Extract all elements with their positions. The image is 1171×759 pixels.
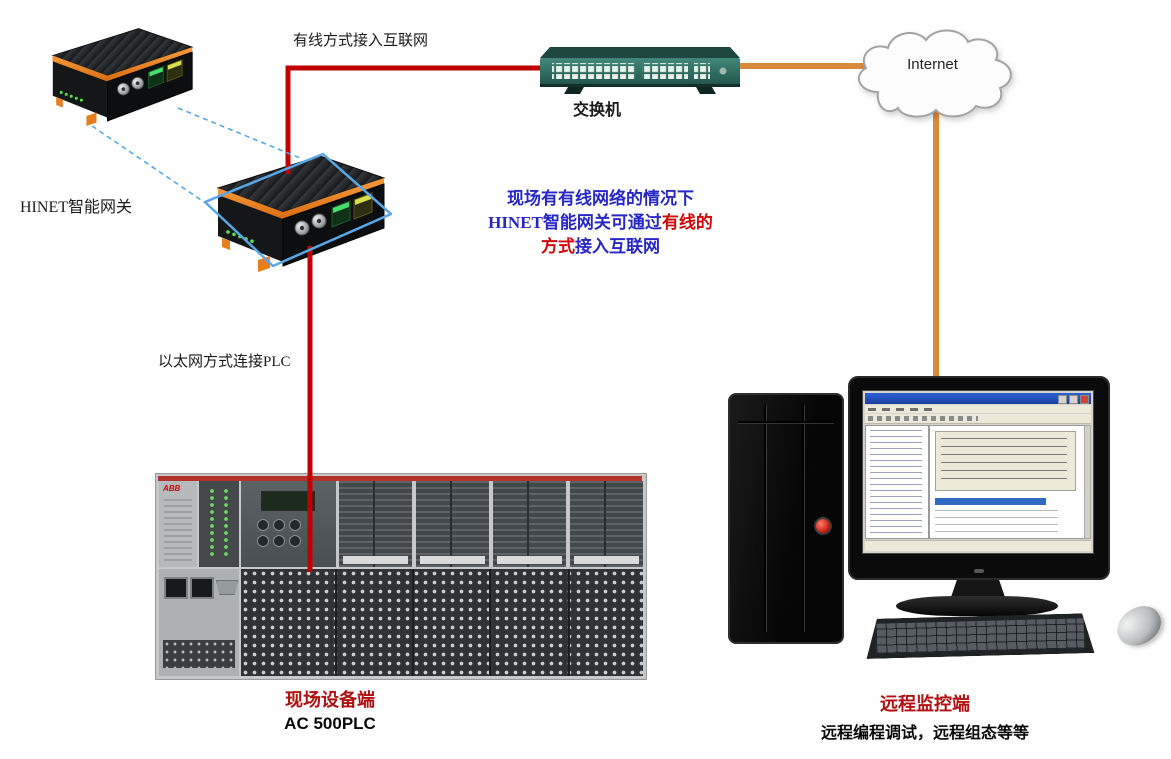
- abb-logo: ABB: [163, 484, 181, 493]
- note-line-2-blue: HINET智能网关可通过: [488, 213, 662, 232]
- window-title-bar: [865, 393, 1091, 404]
- note-text: 现场有有线网络的情况下 HINET智能网关可通过有线的 方式接入互联网: [428, 187, 773, 259]
- text-lines: [935, 510, 1059, 534]
- switch-port-group-3: [694, 63, 710, 79]
- menu-bar: [865, 405, 1091, 413]
- toolbar: [865, 414, 1091, 424]
- maximize-button: [1069, 395, 1078, 404]
- monitor-power-led: [974, 569, 984, 573]
- plc-led-module: [199, 481, 239, 567]
- hinet-gateway-main: [198, 146, 398, 286]
- power-button: [814, 517, 832, 535]
- plc-io-module: [339, 481, 412, 567]
- led-column: [207, 487, 217, 559]
- remote-caption: 远程监控端 远程编程调试，远程组态等等: [755, 690, 1095, 743]
- gateway-label: HINET智能网关: [20, 199, 132, 216]
- note-line-3: 方式接入互联网: [428, 235, 773, 259]
- plc-cpu-module: [241, 481, 336, 567]
- remote-subtitle: 远程编程调试，远程组态等等: [820, 725, 1029, 742]
- switch-label: 交换机: [572, 102, 621, 119]
- ethernet-switch: [540, 47, 740, 94]
- note-line-2: HINET智能网关可通过有线的: [428, 211, 773, 235]
- note-line-1: 现场有有线网络的情况下: [428, 187, 773, 211]
- note-line-3-blue: 接入互联网: [575, 237, 660, 256]
- plc-comm-panel: [159, 569, 239, 676]
- cpu-keypad: [257, 519, 313, 547]
- project-tree-panel: [865, 425, 929, 539]
- dsub-connector: [216, 580, 238, 595]
- plc-terminal-blocks: [241, 569, 643, 676]
- plc-io-module: [493, 481, 566, 567]
- monitor: [848, 376, 1110, 580]
- plc-red-stripe: [158, 476, 642, 481]
- field-subtitle: AC 500PLC: [284, 714, 376, 733]
- module-label-strip: [574, 556, 639, 564]
- plc-io-module: [416, 481, 489, 567]
- tower-case: [728, 393, 844, 644]
- monitor-stand-base: [896, 596, 1058, 616]
- selected-row: [935, 498, 1046, 505]
- plc-link-label: 以太网方式连接PLC: [158, 354, 291, 370]
- editor-area: [929, 425, 1085, 539]
- ethernet-port: [190, 577, 214, 599]
- hinet-gateway-small: [36, 20, 204, 138]
- status-bar: [865, 540, 1091, 551]
- note-line-3-red: 方式: [541, 237, 575, 256]
- minimize-button: [1058, 395, 1067, 404]
- keyboard: [866, 613, 1095, 659]
- plc-power-module: ABB: [159, 481, 197, 567]
- led-column: [221, 487, 231, 559]
- field-title: 现场设备端: [285, 690, 375, 710]
- field-caption: 现场设备端 AC 500PLC: [205, 686, 455, 734]
- module-label-strip: [343, 556, 408, 564]
- keyboard-keys: [876, 618, 1085, 653]
- connector-strip: [163, 640, 235, 668]
- wired-link-label: 有线方式接入互联网: [293, 33, 429, 49]
- mouse: [1110, 598, 1168, 654]
- properties-dialog: [935, 431, 1076, 491]
- remote-title: 远程监控端: [880, 694, 970, 714]
- vent-slits: [164, 499, 192, 561]
- tower-seam: [764, 405, 766, 632]
- switch-port-group-2: [642, 63, 688, 79]
- note-line-2-red: 有线的: [661, 213, 713, 232]
- module-label-strip: [420, 556, 485, 564]
- module-label-strip: [497, 556, 562, 564]
- note-line-1-text: 现场有有线网络的情况下: [507, 189, 694, 208]
- plc-io-module: [570, 481, 643, 567]
- scrollbar: [1084, 425, 1091, 539]
- ethernet-port: [164, 577, 188, 599]
- internet-label: Internet: [907, 56, 958, 73]
- window-buttons: [1058, 395, 1089, 404]
- plc-rack: ABB: [155, 473, 647, 680]
- close-button: [1080, 395, 1089, 404]
- internet-cloud: [857, 29, 1012, 118]
- tower-seam: [802, 405, 804, 632]
- tower-seam: [738, 421, 834, 423]
- monitor-screen: [862, 390, 1094, 554]
- switch-port-group-1: [552, 63, 636, 79]
- cpu-display: [261, 491, 315, 511]
